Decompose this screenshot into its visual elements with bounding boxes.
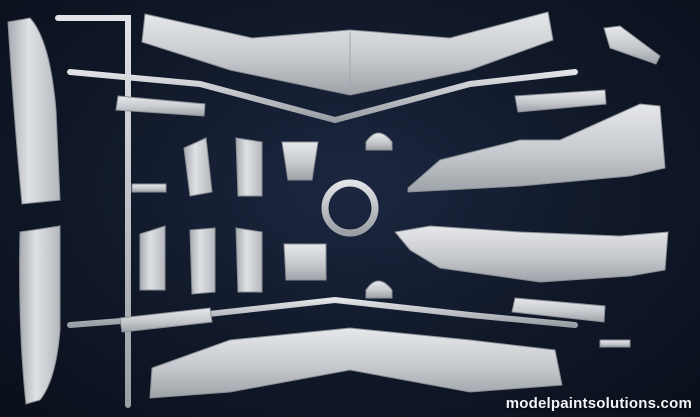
cowling-part-upper <box>281 141 319 181</box>
fuselage-half-upper <box>407 103 666 193</box>
center-ring <box>321 179 379 237</box>
strut-part-3 <box>119 307 213 333</box>
small-dome-part-upper <box>365 132 393 151</box>
small-part-1 <box>131 183 167 193</box>
elevator-part-2 <box>189 227 216 295</box>
outer-wing-lower-part <box>19 225 61 405</box>
cowling-part-lower <box>283 243 327 281</box>
watermark: modelpaintsolutions.com <box>505 395 692 412</box>
small-dome-part-lower <box>365 280 393 299</box>
outer-wing-upper-part <box>7 17 61 205</box>
fuselage-half-lower <box>394 225 669 283</box>
elevator-part-3 <box>235 227 263 293</box>
runner-upper-diagonal <box>67 69 578 124</box>
runner-left-inner <box>55 15 131 408</box>
elevator-part-1 <box>139 225 166 291</box>
strut-part-4 <box>511 297 606 323</box>
upper-wing-part <box>141 11 554 96</box>
aileron-part-1 <box>183 137 213 197</box>
small-part-2 <box>599 339 631 348</box>
tail-fin-part <box>603 25 661 65</box>
strut-part-1 <box>115 95 206 117</box>
strut-part-2 <box>514 89 607 113</box>
aileron-part-2 <box>235 137 263 197</box>
sprue-frame <box>55 9 693 408</box>
lower-wing-part <box>149 327 563 399</box>
